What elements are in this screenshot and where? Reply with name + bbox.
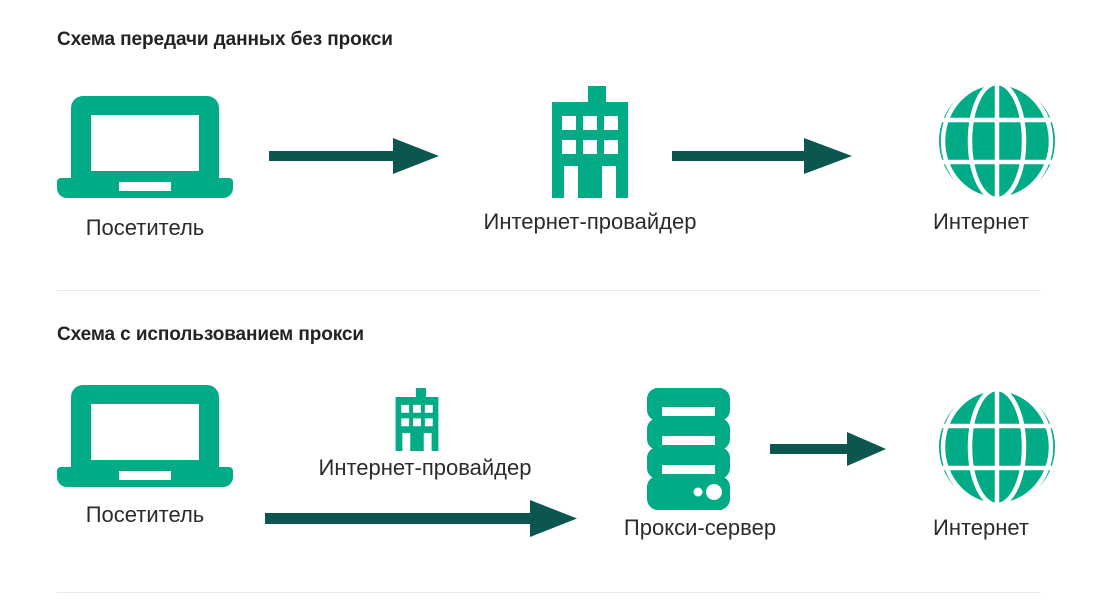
arrow-visitor-to-isp [269,136,439,176]
arrow-visitor-to-proxy [265,500,577,538]
node-label-isp: Интернет-провайдер [483,209,697,234]
arrow-isp-to-internet [672,136,852,176]
section-title-with-proxy: Схема с использованием прокси [57,324,364,345]
laptop-icon [57,96,233,198]
node-label-internet: Интернет [933,209,1029,234]
server-icon [636,388,741,510]
section-divider-top [57,290,1041,291]
node-label-visitor: Посетитель [85,215,205,240]
arrow-proxy-to-internet [770,430,886,468]
globe-icon [938,82,1056,200]
section-title-no-proxy: Схема передачи данных без прокси [57,29,393,50]
laptop-icon [57,385,233,487]
node-label-proxy-server: Прокси-сервер [623,515,777,540]
globe-icon [938,388,1056,506]
node-label-visitor-proxy: Посетитель [85,502,205,527]
building-icon [390,388,444,451]
building-icon [552,86,628,198]
section-divider-bottom [57,592,1041,593]
node-label-isp-proxy: Интернет-провайдер [318,455,532,480]
node-label-internet-proxy: Интернет [933,515,1029,540]
